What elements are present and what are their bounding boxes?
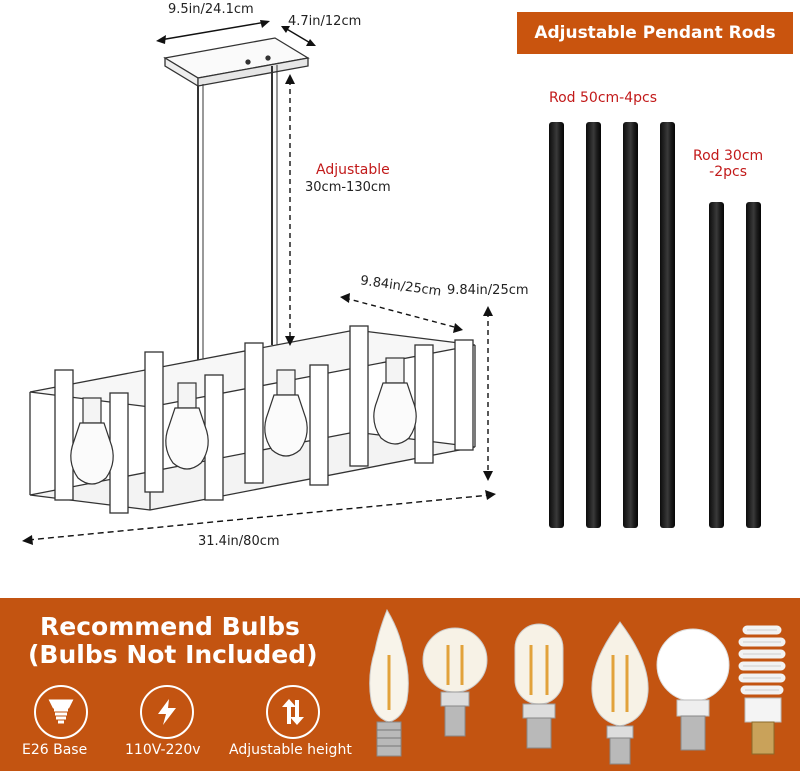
candle-filament-bulb (369, 608, 409, 757)
adjustable-height-label: Adjustable height (229, 742, 352, 758)
adjustable-range-label: 30cm-130cm (305, 180, 391, 195)
frame-height-label: 9.84in/25cm (447, 283, 529, 298)
total-length-label: 31.4in/80cm (198, 534, 280, 549)
canopy-length-label: 9.5in/24.1cm (168, 2, 254, 17)
tubular-filament-bulb (514, 623, 564, 749)
recommend-bulbs-title: Recommend Bulbs (40, 612, 300, 641)
short-rod-label-line1: Rod 30cm (693, 148, 764, 164)
spiral-cfl-bulb (738, 625, 786, 755)
adjustable-height-feature (266, 685, 320, 739)
a19-filament-bulb (422, 627, 488, 737)
lightning-icon (158, 699, 176, 725)
canopy-width-label: 4.7in/12cm (288, 14, 362, 29)
short-rod-label: Rod 30cm -2pcs (693, 148, 763, 180)
chandelier-illustration (22, 20, 496, 545)
long-rod-4 (660, 122, 675, 528)
frosted-a19-bulb (656, 628, 730, 751)
long-rod-3 (623, 122, 638, 528)
adjustable-label: Adjustable (316, 162, 390, 178)
bulbs-not-included-title: (Bulbs Not Included) (28, 640, 318, 669)
adjustable-pendant-rods-banner: Adjustable Pendant Rods (517, 12, 793, 54)
bulb-base-icon (48, 699, 74, 724)
voltage-feature (140, 685, 194, 739)
e26-base-label: E26 Base (22, 742, 88, 758)
long-rod-1 (549, 122, 564, 528)
e26-base-feature (34, 685, 88, 739)
long-rod-2 (586, 122, 601, 528)
height-arrows-icon (282, 699, 304, 725)
short-rod-2 (746, 202, 761, 528)
st64-filament-bulb (591, 621, 649, 765)
short-rod-label-line2: -2pcs (709, 164, 747, 180)
short-rod-1 (709, 202, 724, 528)
long-rod-label: Rod 50cm-4pcs (549, 90, 657, 106)
voltage-label: 110V-220v (125, 742, 201, 758)
recommended-bulbs-row (369, 608, 786, 765)
